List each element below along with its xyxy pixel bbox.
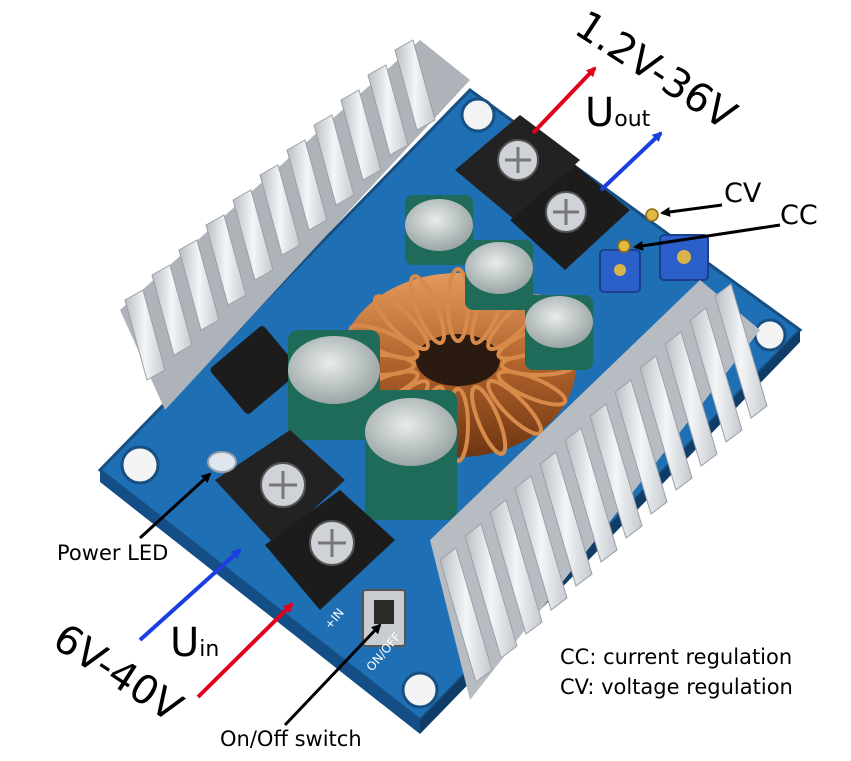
power-led-label: Power LED (57, 541, 169, 565)
heatsink-fin (124, 289, 166, 381)
heatsink-fin (464, 523, 518, 659)
input-terminal-block (215, 430, 395, 610)
vin-negative-arrow (138, 548, 242, 642)
heatsink-fin (539, 451, 593, 587)
uout-main: U (585, 90, 615, 136)
heatsink-fin (614, 379, 668, 515)
vout-positive-arrow (531, 66, 597, 135)
cv-pointer-arrow (660, 203, 723, 217)
legend: CC: current regulation CV: voltage regul… (560, 642, 793, 702)
mosfet (210, 326, 300, 414)
coil-turn (470, 384, 508, 456)
heatsink-fin (714, 283, 768, 419)
heatsink-fin (564, 427, 618, 563)
output-terminal-block (455, 115, 630, 270)
heatsink-fin (589, 403, 643, 539)
heatsink-fin (664, 331, 718, 467)
cv-indicator-led (645, 208, 659, 222)
heatsink-fin (178, 239, 220, 331)
cc-label: CC (780, 200, 818, 231)
heatsink-fin (259, 164, 301, 256)
heatsink-fin (689, 307, 743, 443)
output-voltage-symbol: Uout (585, 90, 650, 136)
capacitors (288, 195, 593, 520)
heatsink-fin (394, 39, 436, 131)
capacitor-4 (288, 330, 380, 440)
input-voltage-symbol: Uin (170, 620, 219, 666)
cc-indicator-led (617, 239, 631, 253)
uin-main: U (170, 620, 200, 666)
heatsink-fin (313, 114, 355, 206)
capacitor-1 (405, 195, 473, 265)
heatsink-left (120, 39, 470, 414)
coil-turn (348, 323, 420, 361)
coil-turn (486, 379, 543, 436)
coil-turn (496, 369, 568, 407)
mounting-hole-right (753, 318, 787, 352)
heatsink-fin (439, 547, 493, 683)
heatsink-fin (367, 64, 409, 156)
heatsink-right (430, 280, 768, 700)
heatsink-fin (340, 89, 382, 181)
onoff-pointer-arrow (283, 623, 382, 727)
capacitor-3 (525, 295, 593, 370)
heatsink-fin (286, 139, 328, 231)
power-led (207, 451, 237, 473)
cv-label: CV (724, 178, 762, 209)
heatsink-fin (514, 475, 568, 611)
heatsink-fin (639, 355, 693, 491)
potentiometers (599, 208, 709, 293)
heatsink-fin (205, 214, 247, 306)
heatsink-fin (151, 264, 193, 356)
uin-subscript: in (199, 637, 220, 662)
capacitor-5 (365, 390, 457, 520)
onoff-switch-label: On/Off switch (220, 727, 362, 751)
heatsink-fin (489, 499, 543, 635)
legend-cv: CV: voltage regulation (560, 675, 793, 699)
mounting-hole-top (460, 97, 496, 133)
cc-pointer-arrow (633, 223, 781, 251)
capacitor-2 (465, 240, 533, 310)
coil-turn (373, 294, 430, 351)
mounting-hole-bottom (401, 671, 439, 709)
vout-negative-arrow (599, 131, 663, 192)
vin-positive-arrow (196, 602, 294, 699)
legend-cc: CC: current regulation (560, 645, 793, 669)
coil-turn (408, 274, 446, 346)
uout-subscript: out (614, 107, 651, 132)
mounting-hole-left (120, 445, 160, 485)
power-led-pointer-arrow (138, 472, 212, 540)
heatsink-fin (232, 189, 274, 281)
